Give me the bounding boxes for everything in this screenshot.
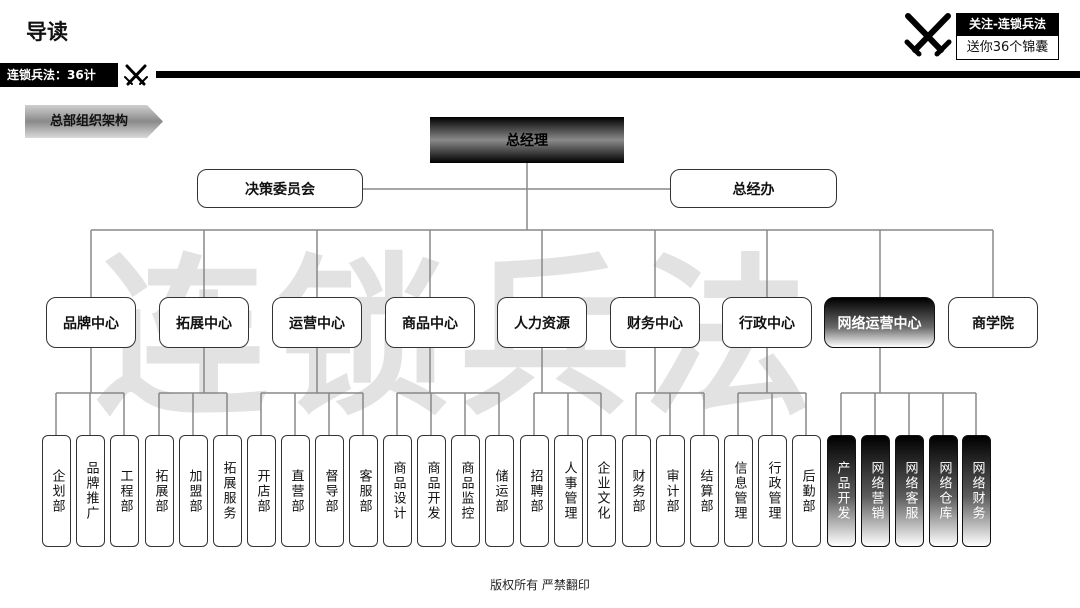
crossed-swords-icon: [122, 62, 150, 88]
dept-box: 企划部: [42, 435, 71, 547]
series-tag: 连锁兵法：36计: [0, 63, 118, 87]
node-general-office-label: 总经办: [732, 181, 775, 198]
header-rule: [156, 71, 1080, 78]
dept-box: 拓展服务: [213, 435, 242, 547]
dept-box: 拓展部: [145, 435, 174, 547]
dept-box: 财务部: [622, 435, 651, 547]
center-brand: 品牌中心: [46, 297, 136, 348]
center-label: 网络运营中心: [837, 315, 922, 332]
dept-box: 后勤部: [792, 435, 821, 547]
center-label: 商学院: [972, 315, 1014, 332]
center-admin: 行政中心: [722, 297, 812, 348]
center-label: 运营中心: [289, 315, 345, 332]
section-label: 总部组织架构: [25, 105, 163, 138]
dept-box: 信息管理: [724, 435, 753, 547]
dept-box-dark: 网络营销: [861, 435, 890, 547]
dept-box-dark: 网络财务: [962, 435, 991, 547]
dept-box-dark: 网络仓库: [929, 435, 958, 547]
center-merchandise: 商品中心: [385, 297, 475, 348]
page-title: 导读: [26, 20, 68, 44]
dept-box: 商品开发: [417, 435, 446, 547]
dept-box: 商品监控: [451, 435, 480, 547]
dept-box: 商品设计: [383, 435, 412, 547]
dept-box: 人事管理: [554, 435, 583, 547]
dept-box-dark: 网络客服: [895, 435, 924, 547]
dept-box: 工程部: [110, 435, 139, 547]
section-label-text: 总部组织架构: [49, 114, 128, 129]
center-hr: 人力资源: [497, 297, 587, 348]
dept-box: 储运部: [485, 435, 514, 547]
dept-box: 加盟部: [179, 435, 208, 547]
dept-box: 开店部: [247, 435, 276, 547]
promo-follow: 关注-连锁兵法: [956, 13, 1059, 35]
center-operations: 运营中心: [272, 297, 362, 348]
center-business-school: 商学院: [948, 297, 1038, 348]
dept-box: 品牌推广: [76, 435, 105, 547]
center-label: 商品中心: [402, 315, 458, 332]
dept-box: 客服部: [349, 435, 378, 547]
center-label: 拓展中心: [176, 315, 232, 332]
node-ceo: 总经理: [430, 117, 624, 163]
crossed-swords-logo-icon: [903, 12, 953, 58]
node-decision-committee-label: 决策委员会: [245, 181, 315, 198]
node-ceo-label: 总经理: [506, 133, 548, 149]
center-label: 行政中心: [739, 315, 795, 332]
dept-box: 企业文化: [587, 435, 616, 547]
center-online-ops: 网络运营中心: [824, 297, 935, 348]
center-expansion: 拓展中心: [159, 297, 249, 348]
dept-box: 直营部: [281, 435, 310, 547]
dept-box: 结算部: [690, 435, 719, 547]
promo-gift: 送你36个锦囊: [956, 35, 1059, 60]
copyright-footer: 版权所有 严禁翻印: [490, 578, 590, 592]
center-finance: 财务中心: [610, 297, 700, 348]
node-decision-committee: 决策委员会: [197, 169, 363, 208]
dept-box-dark: 产品开发: [827, 435, 856, 547]
center-label: 人力资源: [514, 315, 570, 332]
dept-box: 督导部: [315, 435, 344, 547]
center-label: 品牌中心: [63, 315, 119, 332]
dept-box: 审计部: [656, 435, 685, 547]
dept-box: 行政管理: [758, 435, 787, 547]
dept-box: 招聘部: [520, 435, 549, 547]
center-label: 财务中心: [627, 315, 683, 332]
node-general-office: 总经办: [670, 169, 837, 208]
